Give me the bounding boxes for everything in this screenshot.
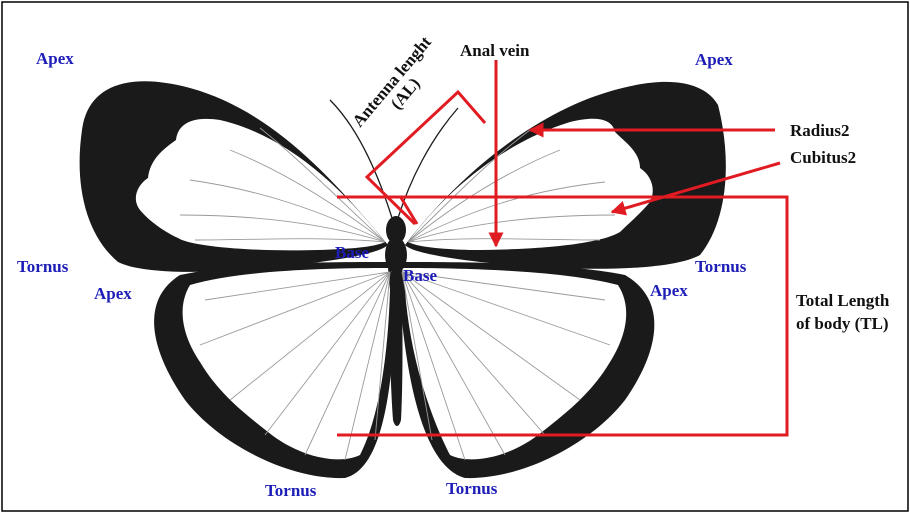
label-base-left: Base	[335, 243, 369, 262]
right-hindwing	[400, 262, 654, 478]
label-base-right: Base	[403, 266, 437, 285]
label-apex-fore-right: Apex	[695, 50, 733, 69]
label-antenna-length-line1: Antenna lenght	[349, 32, 436, 130]
label-radius2: Radius2	[790, 121, 850, 140]
label-tornus-fore-right: Tornus	[695, 257, 747, 276]
right-forewing	[405, 82, 726, 269]
label-tornus-fore-left: Tornus	[17, 257, 69, 276]
left-hindwing	[154, 262, 396, 478]
label-anal-vein: Anal vein	[460, 41, 530, 60]
label-tornus-hind-left: Tornus	[265, 481, 317, 500]
label-apex-fore-left: Apex	[36, 49, 74, 68]
label-antenna-length: Antenna lenght (AL)	[349, 32, 450, 142]
label-cubitus2: Cubitus2	[790, 148, 856, 167]
label-apex-hind-left: Apex	[94, 284, 132, 303]
label-total-length-line2: of body (TL)	[796, 314, 889, 333]
label-tornus-hind-right: Tornus	[446, 479, 498, 498]
label-apex-hind-right: Apex	[650, 281, 688, 300]
label-total-length-line1: Total Length	[796, 291, 890, 310]
